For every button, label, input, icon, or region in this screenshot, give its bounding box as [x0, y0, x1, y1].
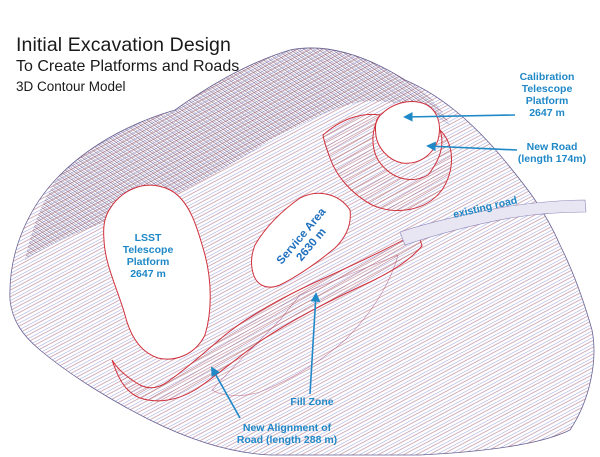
- page-subtitle: To Create Platforms and Roads: [16, 58, 240, 75]
- new-road-174m: [322, 113, 452, 211]
- lsst-platform: [103, 184, 211, 360]
- calibration-arrow: [403, 112, 516, 122]
- page-title: Initial Excavation Design: [16, 34, 231, 56]
- fill-zone: [211, 254, 399, 396]
- fill-zone-label: Fill Zone: [290, 396, 334, 408]
- new-road-label: New Road (length 174m): [517, 141, 587, 165]
- service-area: [251, 192, 351, 288]
- new-alignment-label: New Alignment of Road (length 288 m): [236, 422, 338, 446]
- page-subtitle-2: 3D Contour Model: [16, 79, 126, 94]
- new-road-arrow: [426, 141, 518, 152]
- lsst-label: LSST Telescope Platform 2647 m: [122, 232, 174, 280]
- new-alignment-road: [111, 231, 423, 402]
- calibration-label: Calibration Telescope Platform 2647 m: [519, 71, 575, 119]
- existing-road: [399, 199, 587, 246]
- new-alignment-arrow: [211, 366, 241, 419]
- fill-zone-arrow: [309, 292, 321, 395]
